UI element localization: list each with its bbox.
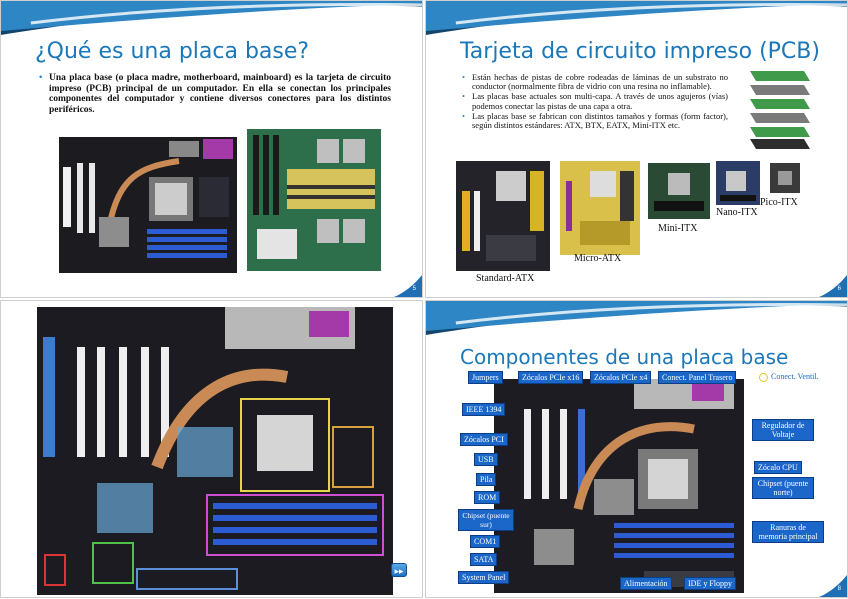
label-regulador: Regulador de Voltaje bbox=[752, 419, 814, 441]
header-swoosh bbox=[426, 1, 847, 35]
caption-standard-atx: Standard-ATX bbox=[476, 273, 535, 284]
label-ide-floppy: IDE y Floppy bbox=[684, 577, 736, 590]
label-ieee1394: IEEE 1394 bbox=[462, 403, 506, 416]
bullet-text: Las placas base se fabrican con distinto… bbox=[462, 111, 728, 130]
label-pcie-x16: Zócalos PCIe x16 bbox=[518, 371, 584, 384]
label-cpu: Zócalo CPU bbox=[754, 461, 802, 474]
annotated-motherboard-photo bbox=[37, 307, 393, 595]
label-chipset-sur: Chipset (puente sur) bbox=[458, 509, 514, 531]
bullet-text: Están hechas de pistas de cobre rodeadas… bbox=[462, 72, 728, 91]
next-slide-button[interactable]: ▸▸ bbox=[391, 563, 407, 577]
label-rom: ROM bbox=[474, 491, 501, 504]
slide-body: Están hechas de pistas de cobre rodeadas… bbox=[462, 72, 728, 131]
header-swoosh bbox=[426, 301, 847, 335]
label-pcie-x4: Zócalos PCIe x4 bbox=[590, 371, 652, 384]
slide-thumbnail-6[interactable]: Tarjeta de circuito impreso (PCB) Están … bbox=[425, 0, 848, 298]
caption-pico-itx: Pico-ITX bbox=[760, 197, 798, 208]
label-ram: Ranuras de memoria principal bbox=[752, 521, 824, 543]
board-nano-itx bbox=[716, 161, 760, 205]
slide-thumbnail-5[interactable]: ¿Qué es una placa base? Una placa base (… bbox=[0, 0, 423, 298]
labeled-motherboard-photo bbox=[494, 379, 744, 593]
bullet-text: Una placa base (o placa madre, motherboa… bbox=[39, 73, 391, 115]
label-pci: Zócalos PCI bbox=[460, 433, 508, 446]
board-micro-atx bbox=[560, 161, 640, 255]
label-usb: USB bbox=[474, 453, 498, 466]
page-number: 6 bbox=[837, 286, 841, 292]
slide-thumbnail-7[interactable]: ▸▸ bbox=[0, 300, 423, 598]
bullet-text: Las placas base actuales son multi-capa.… bbox=[462, 92, 728, 111]
caption-mini-itx: Mini-ITX bbox=[658, 223, 698, 234]
page-corner bbox=[819, 575, 847, 597]
page-number: 5 bbox=[412, 286, 416, 292]
label-chipset-norte: Chipset (puente norte) bbox=[752, 477, 814, 499]
slide-title: Tarjeta de circuito impreso (PCB) bbox=[460, 39, 820, 64]
ventil-marker-icon bbox=[759, 372, 768, 382]
label-jumpers: Jumpers bbox=[468, 371, 503, 384]
label-com1: COM1 bbox=[470, 535, 501, 548]
slide-title: ¿Qué es una placa base? bbox=[35, 39, 310, 64]
board-mini-itx bbox=[648, 163, 710, 219]
caption-micro-atx: Micro-ATX bbox=[574, 253, 622, 264]
label-ventil: Conect. Ventil. bbox=[756, 371, 822, 383]
page-corner bbox=[394, 275, 422, 297]
header-swoosh bbox=[1, 1, 422, 35]
slide-thumbnail-8[interactable]: Componentes de una placa base Jumpers Zó… bbox=[425, 300, 848, 598]
page-number: 8 bbox=[837, 586, 841, 592]
board-standard-atx bbox=[456, 161, 550, 271]
board-pico-itx bbox=[770, 163, 800, 193]
slide-body: Una placa base (o placa madre, motherboa… bbox=[39, 73, 391, 116]
caption-nano-itx: Nano-ITX bbox=[716, 207, 758, 218]
slide-title: Componentes de una placa base bbox=[460, 345, 789, 369]
page-corner bbox=[819, 275, 847, 297]
motherboard-photo-server bbox=[247, 129, 381, 271]
label-pila: Pila bbox=[476, 473, 497, 486]
label-panel-trasero: Conect. Panel Trasero bbox=[658, 371, 737, 384]
motherboard-photo-asus bbox=[59, 137, 237, 273]
label-ventil-text: Conect. Ventil. bbox=[771, 372, 819, 381]
label-alimentacion: Alimentación bbox=[620, 577, 672, 590]
label-sata: SATA bbox=[470, 553, 498, 566]
pcb-layers-image bbox=[750, 71, 810, 149]
label-system-panel: System Panel bbox=[458, 571, 510, 584]
